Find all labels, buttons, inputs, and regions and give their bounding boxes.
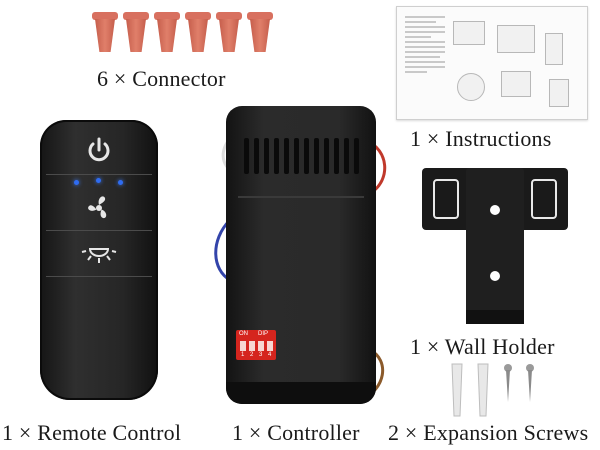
connector	[92, 12, 118, 54]
connector	[247, 12, 273, 54]
controller-label: 1 × Controller	[232, 420, 360, 445]
dip-switch: ON DIP 1 2 3 4	[236, 330, 276, 360]
dip-number: 2	[250, 352, 254, 358]
wall-holder-image	[422, 168, 568, 324]
connector	[154, 12, 180, 54]
connector-label: 6 × Connector	[97, 66, 226, 91]
wall-holder-label: 1 × Wall Holder	[410, 334, 555, 359]
light-icon	[81, 248, 117, 263]
dip-number: 1	[241, 352, 245, 358]
expansion-screws-image	[451, 363, 534, 417]
dip-number: 4	[268, 352, 272, 358]
instructions-label: 1 × Instructions	[410, 126, 552, 151]
remote-control-image	[40, 120, 158, 400]
dip-on-text: ON	[239, 331, 248, 337]
screws-label: 2 × Expansion Screws	[388, 420, 589, 445]
power-icon	[88, 137, 110, 162]
fan-icon	[88, 196, 107, 219]
connector	[216, 12, 242, 54]
dip-label-text: DIP	[258, 331, 269, 337]
controller-image: ON DIP 1 2 3 4	[226, 106, 376, 404]
connector	[123, 12, 149, 54]
connectors-image	[92, 12, 277, 58]
dip-number: 3	[259, 352, 263, 358]
instructions-image	[396, 6, 588, 120]
connector	[185, 12, 211, 54]
remote-label: 1 × Remote Control	[2, 420, 182, 445]
